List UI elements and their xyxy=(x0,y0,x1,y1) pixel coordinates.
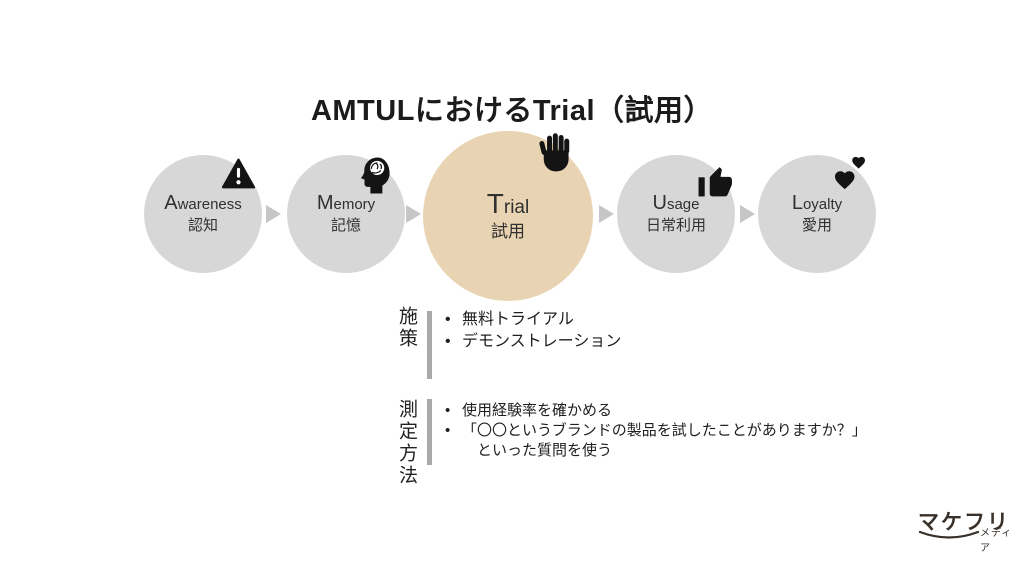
stage-trial-label-ja: 試用 xyxy=(490,221,525,241)
bullet-icon xyxy=(445,401,462,421)
bullet-icon xyxy=(445,421,462,461)
stage-memory-text: Memory 記憶 xyxy=(316,191,376,235)
stage-loyalty-circle: Loyalty 愛用 xyxy=(758,155,876,273)
stage-usage-label-ja: 日常利用 xyxy=(645,216,706,234)
stage-memory-label-ja: 記憶 xyxy=(330,216,361,234)
stage-awareness-label-en: Awareness xyxy=(164,191,242,214)
flow-arrow-icon xyxy=(266,205,281,223)
hearts-icon xyxy=(833,155,870,194)
list-item: 使用経験率を確かめる xyxy=(445,401,867,421)
hand-icon xyxy=(536,130,576,173)
measurement-method-list: 使用経験率を確かめる 「〇〇というブランドの製品を試したことがありますか？」 と… xyxy=(445,401,867,461)
logo-brand-text: マケフリ xyxy=(918,511,1010,534)
stage-awareness-text: Awareness 認知 xyxy=(164,191,242,235)
list-item: デモンストレーション xyxy=(445,331,621,353)
measures-divider-bar xyxy=(427,311,432,379)
bullet-icon xyxy=(445,309,462,331)
flow-arrow-icon xyxy=(406,205,421,223)
list-item: 無料トライアル xyxy=(445,309,621,331)
slide-title: AMTULにおけるTrial（試用） xyxy=(310,95,714,128)
stage-trial-label-en: Trial xyxy=(486,187,530,219)
flow-arrow-icon xyxy=(740,205,755,223)
stage-loyalty-label-ja: 愛用 xyxy=(801,216,832,234)
measurement-method-divider-bar xyxy=(427,399,432,465)
stage-memory-label-en: Memory xyxy=(316,191,376,214)
section-measurement-method-label: 測定方法 xyxy=(396,399,417,487)
list-item-text: 「〇〇というブランドの製品を試したことがありますか？」 といった質問を使う xyxy=(462,422,867,459)
stage-loyalty-label-en: Loyalty xyxy=(791,191,843,214)
stage-trial-text: Trial 試用 xyxy=(486,187,530,241)
measures-list: 無料トライアル デモンストレーション xyxy=(445,309,621,353)
list-item: 「〇〇というブランドの製品を試したことがありますか？」 といった質問を使う xyxy=(445,421,867,461)
warning-icon xyxy=(221,158,256,189)
logo-sub-text: メディア xyxy=(980,528,1013,554)
makefuri-logo: マケフリ メディア xyxy=(916,506,1016,554)
bullet-icon xyxy=(445,331,462,353)
smile-arc-icon xyxy=(918,530,980,539)
brain-icon xyxy=(355,155,393,196)
list-item-text: 無料トライアル xyxy=(462,311,574,328)
thumbs-up-icon xyxy=(697,164,734,198)
section-measures-label: 施策 xyxy=(396,306,417,350)
flow-arrow-icon xyxy=(599,205,614,223)
stage-usage-label-en: Usage xyxy=(652,191,700,214)
stage-awareness-label-ja: 認知 xyxy=(187,216,218,234)
list-item-text: デモンストレーション xyxy=(462,333,622,350)
list-item-text: 使用経験率を確かめる xyxy=(462,402,613,419)
stage-usage-text: Usage 日常利用 xyxy=(645,191,706,235)
stage-loyalty-text: Loyalty 愛用 xyxy=(791,191,843,235)
